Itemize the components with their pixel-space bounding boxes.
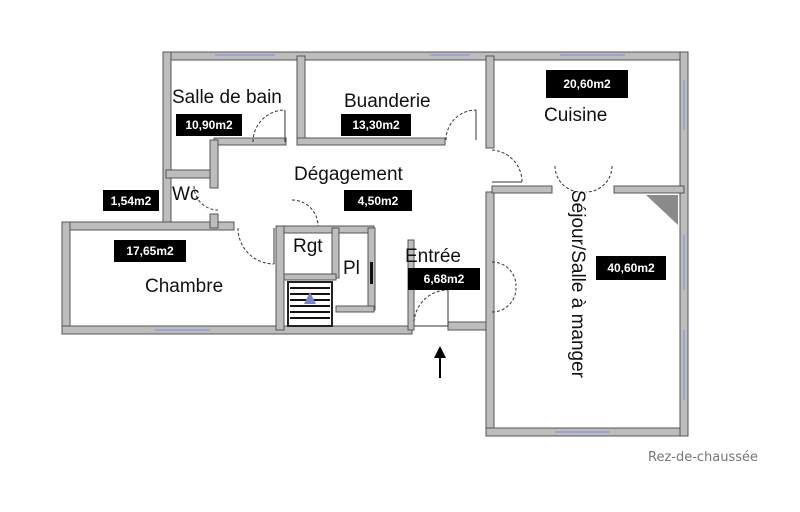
area-badge-buanderie: 13,30m2 (341, 114, 411, 136)
wall-wc-right (209, 139, 219, 189)
room-name-entree: Entrée (405, 246, 461, 267)
area-chambre: 17,65m2 (126, 244, 174, 258)
windows (155, 54, 685, 433)
doors (193, 109, 613, 327)
room-name-pl: Pl (343, 258, 360, 279)
wall-sdb-bottom-left (165, 169, 215, 179)
door-buanderie-icon (445, 109, 477, 141)
door-entree-right-1-icon (491, 261, 517, 287)
room-name-rgt: Rgt (293, 236, 323, 257)
area-badge-chambre: 17,65m2 (114, 240, 186, 262)
stairs (287, 281, 333, 327)
door-rgt-icon (291, 199, 319, 227)
wall-left-upper (162, 51, 172, 231)
area-cuisine: 20,60m2 (563, 77, 611, 91)
area-salle-de-bain: 10,90m2 (185, 118, 233, 132)
wall-bottom-left (61, 325, 413, 335)
wall-wc-right-lower (209, 213, 219, 229)
placard-rail (370, 262, 373, 284)
door-sejour-left-icon (554, 165, 583, 193)
door-sejour-right-icon (585, 165, 613, 193)
room-name-cuisine: Cuisine (544, 105, 607, 126)
area-entree: 6,68m2 (424, 272, 465, 286)
wall-pl-bottom (335, 305, 375, 313)
room-names: Salle de bain Buanderie Cuisine Wc Dégag… (145, 87, 607, 379)
wall-cuisine-bottom-right (613, 185, 685, 194)
room-name-chambre: Chambre (145, 276, 223, 297)
wall-chambre-left (61, 221, 71, 335)
wall-corridor-top-2 (296, 137, 446, 146)
wall-chambre-right (275, 225, 285, 331)
sejour-corner-marker (646, 195, 678, 225)
room-name-wc: Wc (172, 184, 199, 205)
area-badge-entree: 6,68m2 (408, 268, 480, 290)
area-badge-sejour: 40,60m2 (596, 256, 666, 280)
door-chambre-icon (237, 227, 275, 265)
area-buanderie: 13,30m2 (352, 118, 400, 132)
wall-corridor-top (213, 137, 287, 146)
wall-sejour-left (485, 191, 495, 435)
door-sdb-icon (252, 109, 286, 143)
wall-rgt-top (283, 225, 375, 234)
floor-caption: Rez-de-chaussée (648, 450, 758, 465)
area-badge-cuisine: 20,60m2 (546, 70, 628, 98)
area-sejour: 40,60m2 (607, 261, 655, 275)
area-degagement: 4,50m2 (358, 194, 399, 208)
wall-cuisine-bottom-left (491, 185, 553, 194)
room-name-buanderie: Buanderie (344, 91, 431, 112)
door-entree-right-2-icon (491, 287, 517, 313)
entry-arrow-icon (434, 346, 446, 378)
area-wc: 1,54m2 (111, 194, 152, 208)
door-cuisine-icon (491, 149, 523, 183)
area-badge-wc: 1,54m2 (103, 190, 159, 211)
wall-buanderie-cuisine (485, 55, 495, 149)
wall-rgt-pl-divider (331, 227, 340, 279)
room-name-salle-de-bain: Salle de bain (172, 87, 282, 108)
stairs-arrow-icon (304, 292, 316, 304)
door-entry-icon (413, 289, 449, 323)
room-name-sejour: Séjour/Salle à manger (567, 190, 588, 379)
area-badge-salle-de-bain: 10,90m2 (176, 114, 242, 136)
wall-chambre-top (61, 221, 235, 231)
area-badge-degagement: 4,50m2 (344, 190, 412, 211)
room-name-degagement: Dégagement (294, 164, 404, 185)
wall-sdb-buanderie (296, 55, 306, 143)
wall-rgt-bottom (283, 273, 337, 281)
wall-entree-bottom (447, 321, 493, 331)
